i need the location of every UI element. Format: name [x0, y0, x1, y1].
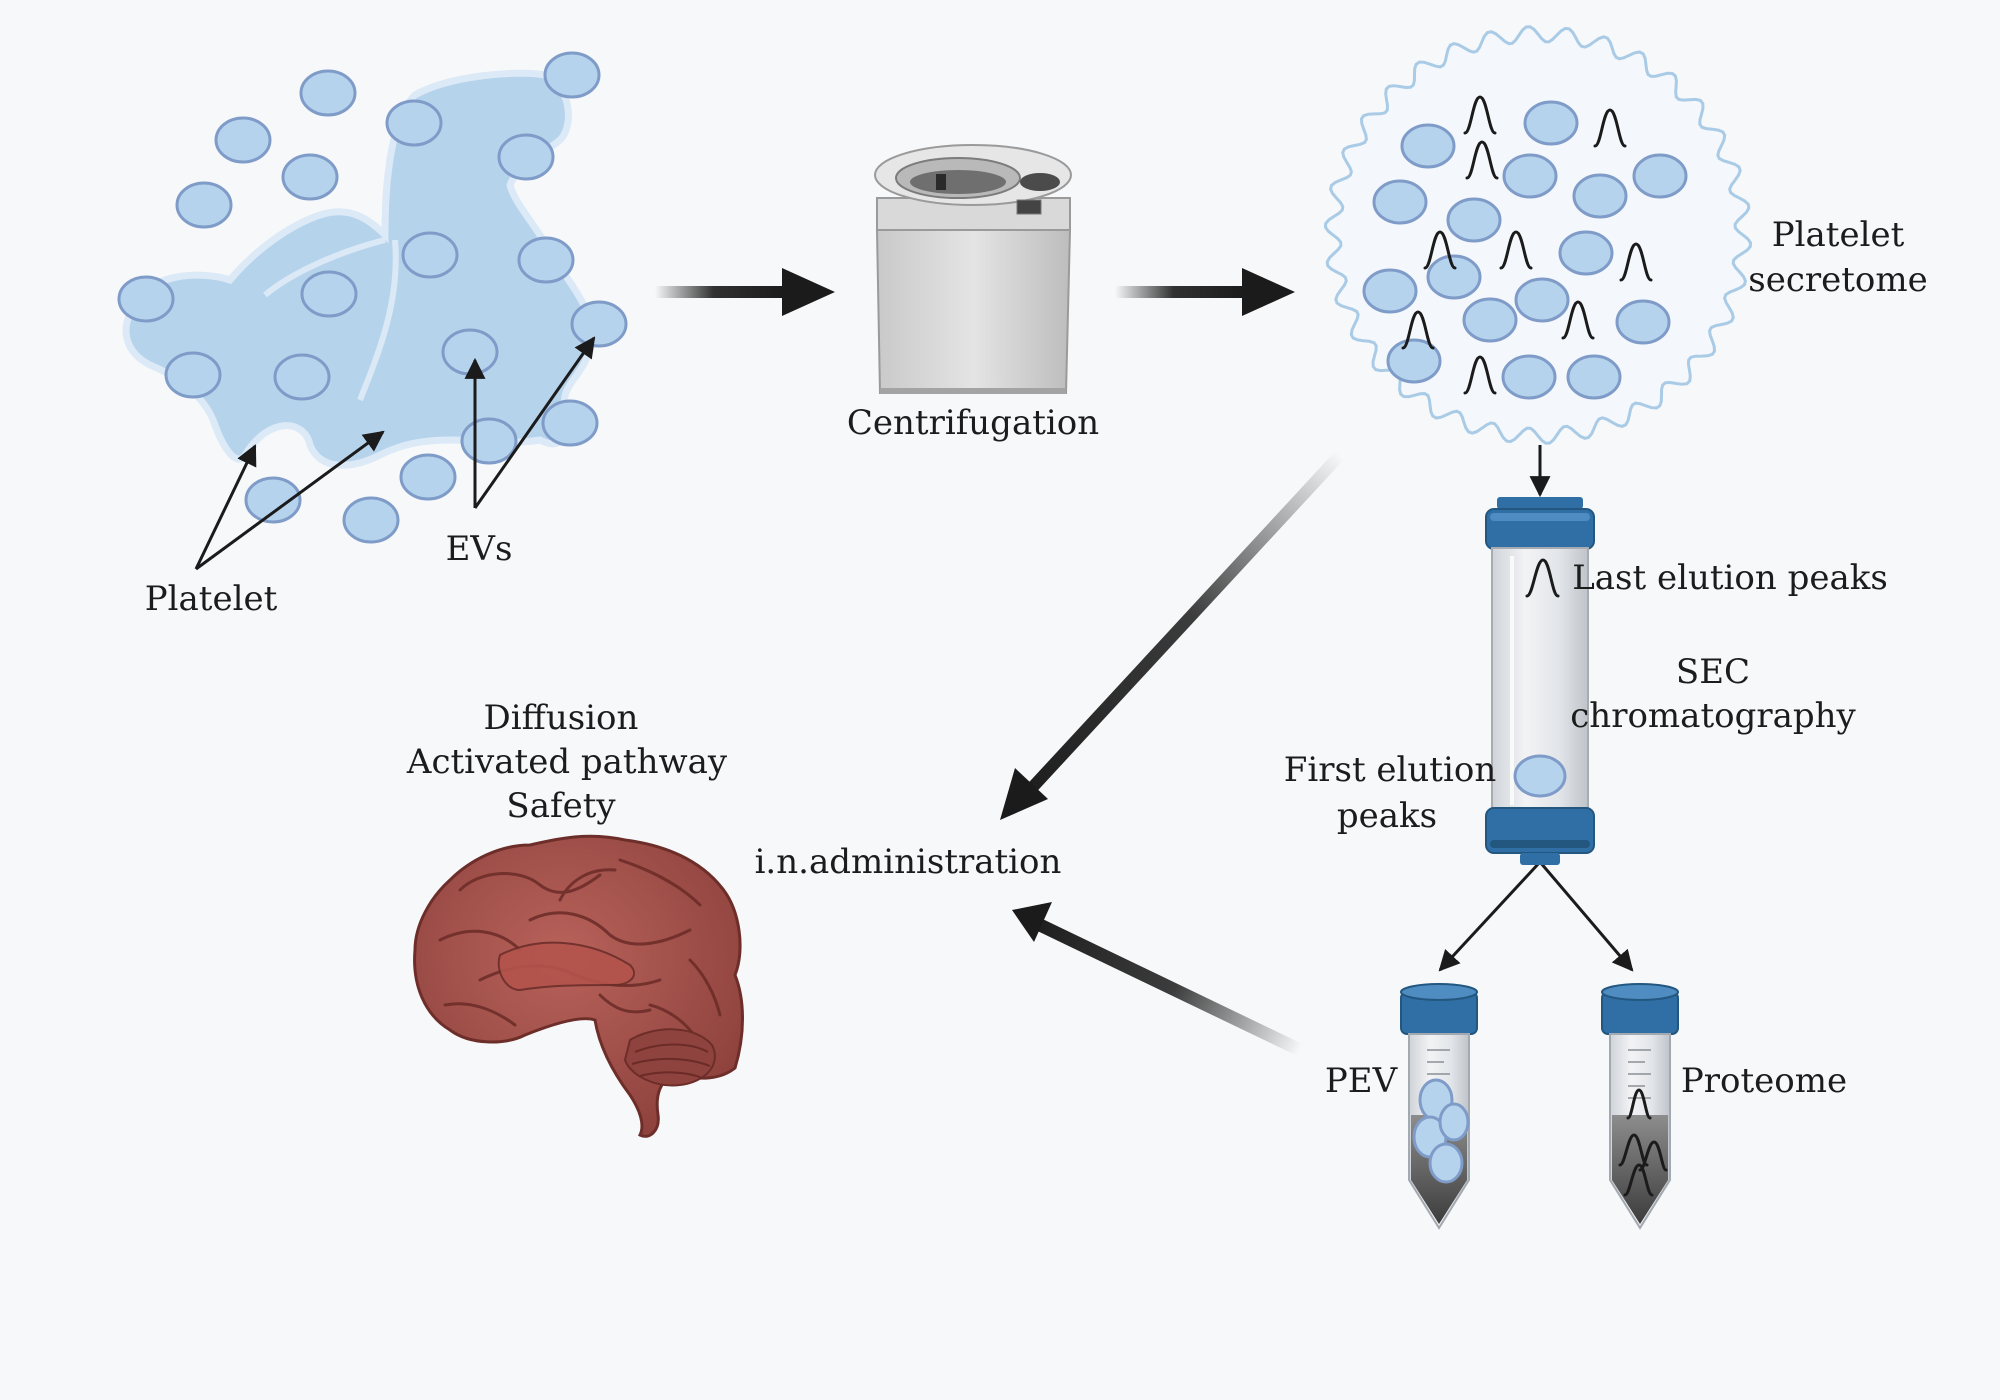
platelet-pointer-arrows [194, 336, 596, 571]
ev-group [117, 51, 628, 544]
pev-vesicle [1438, 1102, 1470, 1142]
brain-icon [413, 834, 744, 1138]
protein-strand-icon [1401, 310, 1435, 350]
chromatography-column-icon [1485, 497, 1595, 865]
platelet-pointer-arrow-2 [195, 430, 385, 571]
secretome-vesicle-icon [1362, 268, 1418, 314]
pev-label: PEV [1325, 1061, 1399, 1101]
activated-pathway-label: Activated pathway [406, 742, 728, 782]
safety-label: Safety [506, 786, 616, 826]
secretome-vesicle-icon [1514, 277, 1570, 323]
secretome-vesicle-icon [1502, 153, 1558, 199]
cerebellum [623, 1028, 716, 1087]
ev-vesicle-icon [497, 133, 555, 181]
ev-vesicle-icon [441, 328, 499, 376]
protein-strand-icon [1423, 230, 1457, 270]
ev-vesicle-icon [460, 417, 518, 465]
proteome-protein-strand [1626, 1088, 1652, 1120]
first-elution-label-line2: peaks [1337, 796, 1437, 836]
sec-label-line2: chromatography [1570, 696, 1856, 736]
column-split-arrows [1438, 860, 1634, 972]
ev-vesicle-icon [281, 153, 339, 201]
secretome-vesicles [1362, 100, 1688, 400]
secretome-vesicle-icon [1566, 354, 1622, 400]
secretome-vesicle-icon [1615, 299, 1671, 345]
ev-vesicle-icon [401, 231, 459, 279]
ev-vesicle-icon [541, 399, 599, 447]
protein-strand-icon [1463, 355, 1497, 395]
protein-strand-icon [1619, 242, 1653, 282]
secretome-vesicle-icon [1400, 123, 1456, 169]
arrow-secretome-to-administration [1000, 450, 1345, 820]
secretome-vesicle-icon [1462, 297, 1518, 343]
ev-vesicle-icon [273, 353, 331, 401]
proteome-label: Proteome [1681, 1061, 1847, 1101]
protein-strand-icon [1499, 230, 1533, 270]
ev-pointer-arrow-2 [473, 336, 596, 509]
falcon-tube-pev-icon [1400, 983, 1478, 1230]
ev-vesicle-icon [399, 453, 457, 501]
ev-vesicle-icon [517, 236, 575, 284]
protein-strand-icon [1463, 95, 1497, 135]
secretome-vesicle-icon [1386, 338, 1442, 384]
ev-vesicle-icon [117, 275, 175, 323]
ev-vesicle-icon [164, 351, 222, 399]
falcon-tube-proteome-icon [1601, 983, 1679, 1230]
secretome-vesicle-icon [1523, 100, 1579, 146]
ev-vesicle-icon [244, 476, 302, 524]
ev-vesicle-icon [543, 51, 601, 99]
arrow-to-secretome [1115, 268, 1295, 316]
ev-vesicle-icon [175, 181, 233, 229]
protein-strand-icon [1465, 140, 1499, 180]
centrifuge-icon [874, 144, 1072, 394]
proteome-protein-strand [1623, 1163, 1654, 1197]
platelet-pointer-arrow-1 [194, 444, 257, 570]
platelet-secretome-label-line2: secretome [1748, 260, 1927, 300]
centrifugation-label: Centrifugation [847, 403, 1099, 443]
platelet-secretome-label-line1: Platelet [1772, 215, 1905, 255]
ev-vesicle-icon [214, 116, 272, 164]
protein-strand-icon [1561, 300, 1595, 340]
secretome-vesicle-icon [1558, 230, 1614, 276]
platelet-label: Platelet [145, 579, 278, 619]
ev-vesicle-icon [300, 270, 358, 318]
proteome-protein-strand [1638, 1140, 1668, 1172]
secretome-proteins [1401, 95, 1653, 395]
pev-vesicle [1428, 1142, 1464, 1184]
last-elution-peaks-label: Last elution peaks [1572, 558, 1888, 598]
column-vesicle-icon [1513, 754, 1567, 798]
sec-label-line1: SEC [1676, 652, 1750, 692]
ev-vesicle-icon [570, 300, 628, 348]
diffusion-label: Diffusion [484, 698, 639, 738]
in-administration-label: i.n.administration [755, 842, 1062, 882]
secretome-vesicle-icon [1632, 153, 1688, 199]
first-elution-label-line1: First elution [1284, 750, 1496, 790]
secretome-vesicle-icon [1446, 197, 1502, 243]
proteome-protein-strand [1618, 1133, 1649, 1167]
ev-vesicle-icon [385, 99, 443, 147]
column-protein-strand-icon [1525, 558, 1560, 598]
secretome-vesicle-icon [1501, 354, 1557, 400]
secretome-vesicle-icon [1572, 173, 1628, 219]
ev-vesicle-icon [299, 69, 357, 117]
ev-vesicle-icon [342, 496, 400, 544]
protein-strand-icon [1593, 108, 1627, 148]
evs-label: EVs [446, 529, 513, 569]
arrow-to-centrifuge [655, 268, 835, 316]
secretome-vesicle-icon [1426, 254, 1482, 300]
secretome-vesicle-icon [1372, 179, 1428, 225]
arrow-pev-to-administration [1012, 902, 1303, 1056]
